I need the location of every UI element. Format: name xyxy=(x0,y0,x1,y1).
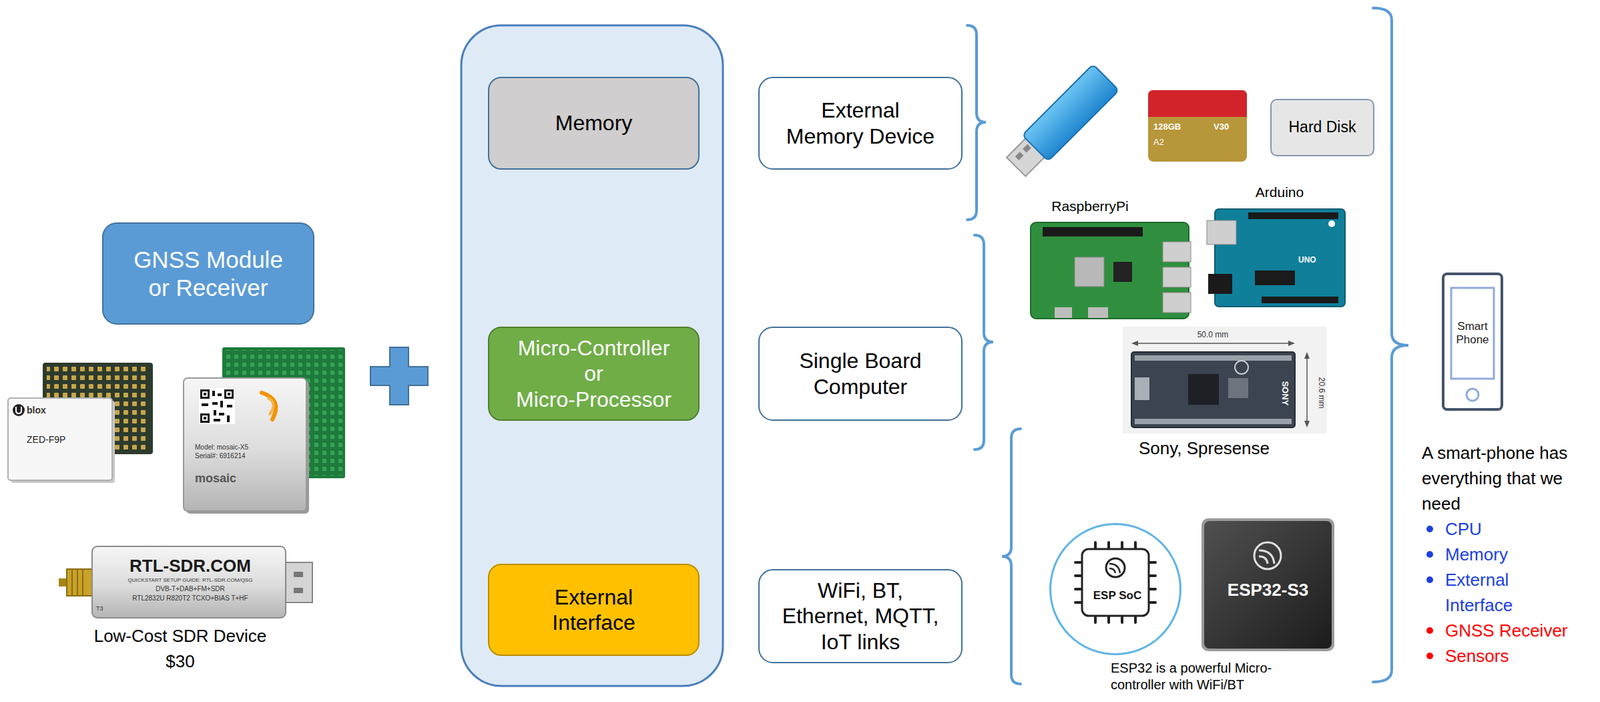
word: External xyxy=(821,98,900,123)
word: Hard xyxy=(1288,118,1323,136)
text-label: RTL-SDR.COM xyxy=(100,555,281,577)
word: External xyxy=(554,584,633,609)
node-label: Smart Phone xyxy=(1452,319,1493,348)
word: links xyxy=(857,629,900,654)
text-label: V30 xyxy=(1213,121,1245,133)
system-panel xyxy=(461,25,723,686)
word: GNSS xyxy=(133,246,200,273)
arduino-board xyxy=(1206,208,1346,307)
text-label: RaspberryPi xyxy=(1023,197,1157,215)
text-label: A2 xyxy=(1153,136,1181,148)
phone-screen xyxy=(1451,287,1494,379)
word: MQTT, xyxy=(874,603,939,628)
phone-body xyxy=(1443,273,1502,410)
word: Computer xyxy=(813,374,908,399)
node-label: ESP SoC xyxy=(1085,588,1150,603)
spresense-board xyxy=(1122,326,1327,434)
word: Smart xyxy=(1457,319,1488,333)
plus-sign xyxy=(370,347,428,405)
text-label: Memory xyxy=(1445,541,1579,567)
text-label: DVB-T+DAB+FM+SDR xyxy=(100,584,281,593)
text-label: ESP32-S3 xyxy=(1204,579,1332,601)
text-label: 20.6 mm xyxy=(1316,359,1327,426)
bullet xyxy=(1426,525,1434,659)
memory-box: Memory xyxy=(487,76,700,170)
text-area: Smart Phone xyxy=(1452,287,1493,379)
node-label: Memory xyxy=(513,110,675,136)
text-label: Model: mosaic-X5 xyxy=(194,443,296,452)
text-label: 50.0 mm xyxy=(1179,329,1247,340)
sd-card xyxy=(1148,90,1247,162)
text-label: ESP32 is a powerful Micro-controller wit… xyxy=(1110,659,1311,693)
computer-box: Single Board Computer xyxy=(758,326,963,421)
word: Memory xyxy=(786,124,864,149)
word: Module xyxy=(206,246,284,273)
text-label: 128GB xyxy=(1153,121,1202,133)
word: Single xyxy=(798,348,859,373)
esp32-chip xyxy=(1201,517,1335,651)
memory-device-box: External Memory Device xyxy=(758,76,963,170)
word: Device xyxy=(869,124,935,149)
raspberry-pi-board xyxy=(1030,222,1191,319)
hard-disk-box: Hard Disk xyxy=(1270,98,1375,157)
word: WiFi, xyxy=(817,578,867,603)
mosaic-module xyxy=(183,347,346,514)
node-label: WiFi, BT, Ethernet, MQTT, IoT links xyxy=(774,577,946,655)
text-label: External Interface xyxy=(1445,566,1572,618)
brace xyxy=(967,8,1409,684)
text-label: GNSS Receiver xyxy=(1445,617,1586,643)
text-area: ESP SoC xyxy=(1084,586,1151,605)
link-box: WiFi, BT, Ethernet, MQTT, IoT links xyxy=(758,568,963,663)
word: Ethernet, xyxy=(782,603,870,628)
word: Phone xyxy=(1455,333,1489,346)
node-label: GNSS Module or Receiver xyxy=(126,245,291,302)
smartphone: Smart Phone xyxy=(1441,272,1504,411)
phone-button xyxy=(1466,388,1479,401)
text-label: CPU xyxy=(1445,515,1579,542)
word: BT, xyxy=(872,578,904,603)
word: Micro-Processor xyxy=(515,387,672,412)
text-label: Sony, Spresense xyxy=(1137,437,1271,459)
word: Memory xyxy=(555,110,633,135)
text-label: ZED-F9P xyxy=(26,433,101,446)
word: IoT xyxy=(821,629,852,654)
text-label: SONY xyxy=(1279,373,1291,414)
gnss-box: GNSS Module or Receiver xyxy=(102,222,315,325)
word: Interface xyxy=(552,610,636,635)
text-label: Serial#: 6916214 xyxy=(194,451,296,460)
soc-chip-icon xyxy=(1075,542,1156,623)
word: or xyxy=(584,361,603,386)
ublox-module xyxy=(8,362,153,483)
controller-box: Micro-Controller or Micro-Processor xyxy=(487,326,700,421)
text-label: Arduino xyxy=(1239,183,1320,201)
word: Disk xyxy=(1326,118,1357,136)
text-label: Low-Cost SDR Device xyxy=(80,625,281,647)
soc-circle: ESP SoC xyxy=(1049,522,1182,655)
word: ESP xyxy=(1093,588,1117,602)
text-label: mosaic xyxy=(194,471,269,486)
word: SoC xyxy=(1118,588,1142,602)
usb-stick xyxy=(1003,64,1119,180)
word: Board xyxy=(864,348,922,373)
text-label: blox xyxy=(26,404,61,416)
text-label: $30 xyxy=(80,650,281,672)
text-label: Sensors xyxy=(1445,642,1579,669)
interface-box: External Interface xyxy=(487,563,700,656)
node-label: External Interface xyxy=(513,584,675,636)
node-label: Single Board Computer xyxy=(782,347,938,400)
text-label: UNO xyxy=(1298,254,1339,265)
sdr-dongle xyxy=(58,546,313,618)
text-label: QUICKSTART SETUP GUIDE: RTL-SDR.COM/QSG xyxy=(100,576,281,584)
node-label: Hard Disk xyxy=(1275,118,1370,137)
word: Micro-Controller xyxy=(517,335,671,360)
node-label: External Memory Device xyxy=(782,97,938,149)
node-label: Micro-Controller or Micro-Processor xyxy=(513,335,675,412)
word: or xyxy=(148,274,170,301)
text-label: RTL2832U R820T2 TCXO+BIAS T+HF xyxy=(100,594,281,603)
word: Receiver xyxy=(175,274,268,301)
text-label: T3 xyxy=(96,604,117,613)
text-label: A smart-phone has everything that we nee… xyxy=(1421,439,1589,516)
